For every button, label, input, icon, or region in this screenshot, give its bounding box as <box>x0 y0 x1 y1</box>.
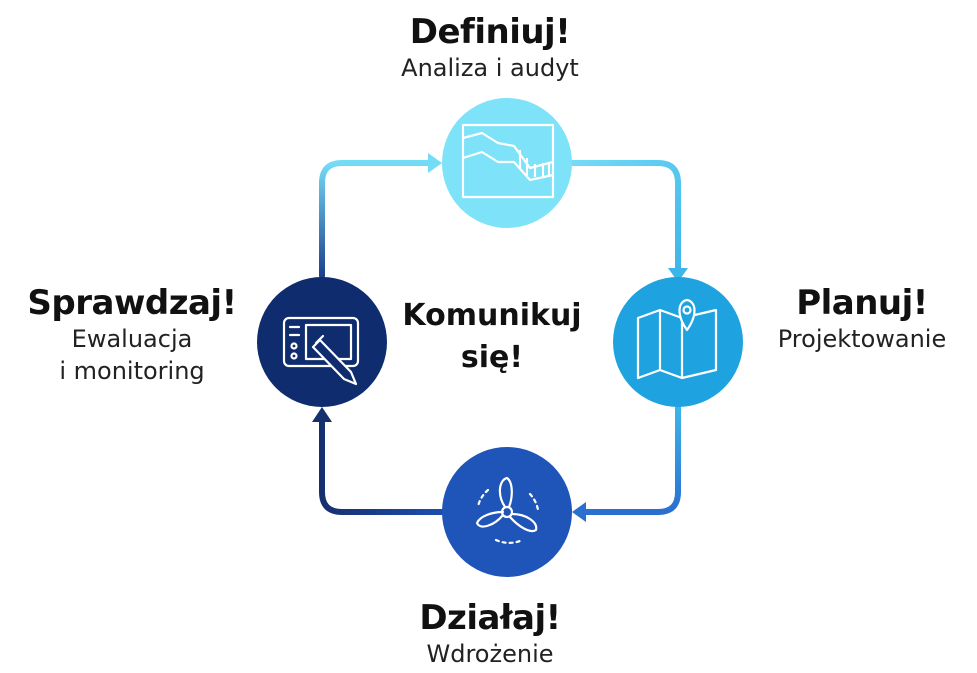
label-dzialaj: Działaj! Wdrożenie <box>360 598 620 670</box>
propeller-icon <box>475 476 540 544</box>
label-definiuj: Definiuj! Analiza i audyt <box>340 12 640 84</box>
stage-subtitle: Analiza i audyt <box>401 54 579 82</box>
node-definiuj <box>442 98 572 228</box>
center-message: Komunikuj się! <box>382 295 602 379</box>
label-planuj: Planuj! Projektowanie <box>752 283 972 355</box>
arrow-right-to-bottom <box>572 404 681 522</box>
stage-subtitle-line-2: i monitoring <box>59 357 205 385</box>
area-chart-icon <box>461 123 555 199</box>
node-planuj <box>613 277 743 407</box>
arrow-top-to-right <box>567 160 688 282</box>
stage-subtitle: Projektowanie <box>777 325 947 353</box>
arrow-bottom-to-left <box>312 407 449 515</box>
center-line-1: Komunikuj <box>402 298 582 333</box>
stage-title: Planuj! <box>796 283 928 323</box>
stage-subtitle: Wdrożenie <box>426 640 554 668</box>
center-line-2: się! <box>460 340 524 375</box>
stage-title: Sprawdzaj! <box>27 283 237 323</box>
arrow-left-to-top <box>319 153 442 279</box>
node-dzialaj <box>442 447 572 577</box>
label-sprawdzaj: Sprawdzaj! Ewaluacja i monitoring <box>2 283 262 387</box>
stage-title: Definiuj! <box>409 12 571 52</box>
map-pin-icon <box>636 298 718 380</box>
stage-title: Działaj! <box>419 598 561 638</box>
stage-subtitle-line-1: Ewaluacja <box>71 325 193 353</box>
node-sprawdzaj <box>257 277 387 407</box>
tablet-stylus-icon <box>282 316 360 386</box>
